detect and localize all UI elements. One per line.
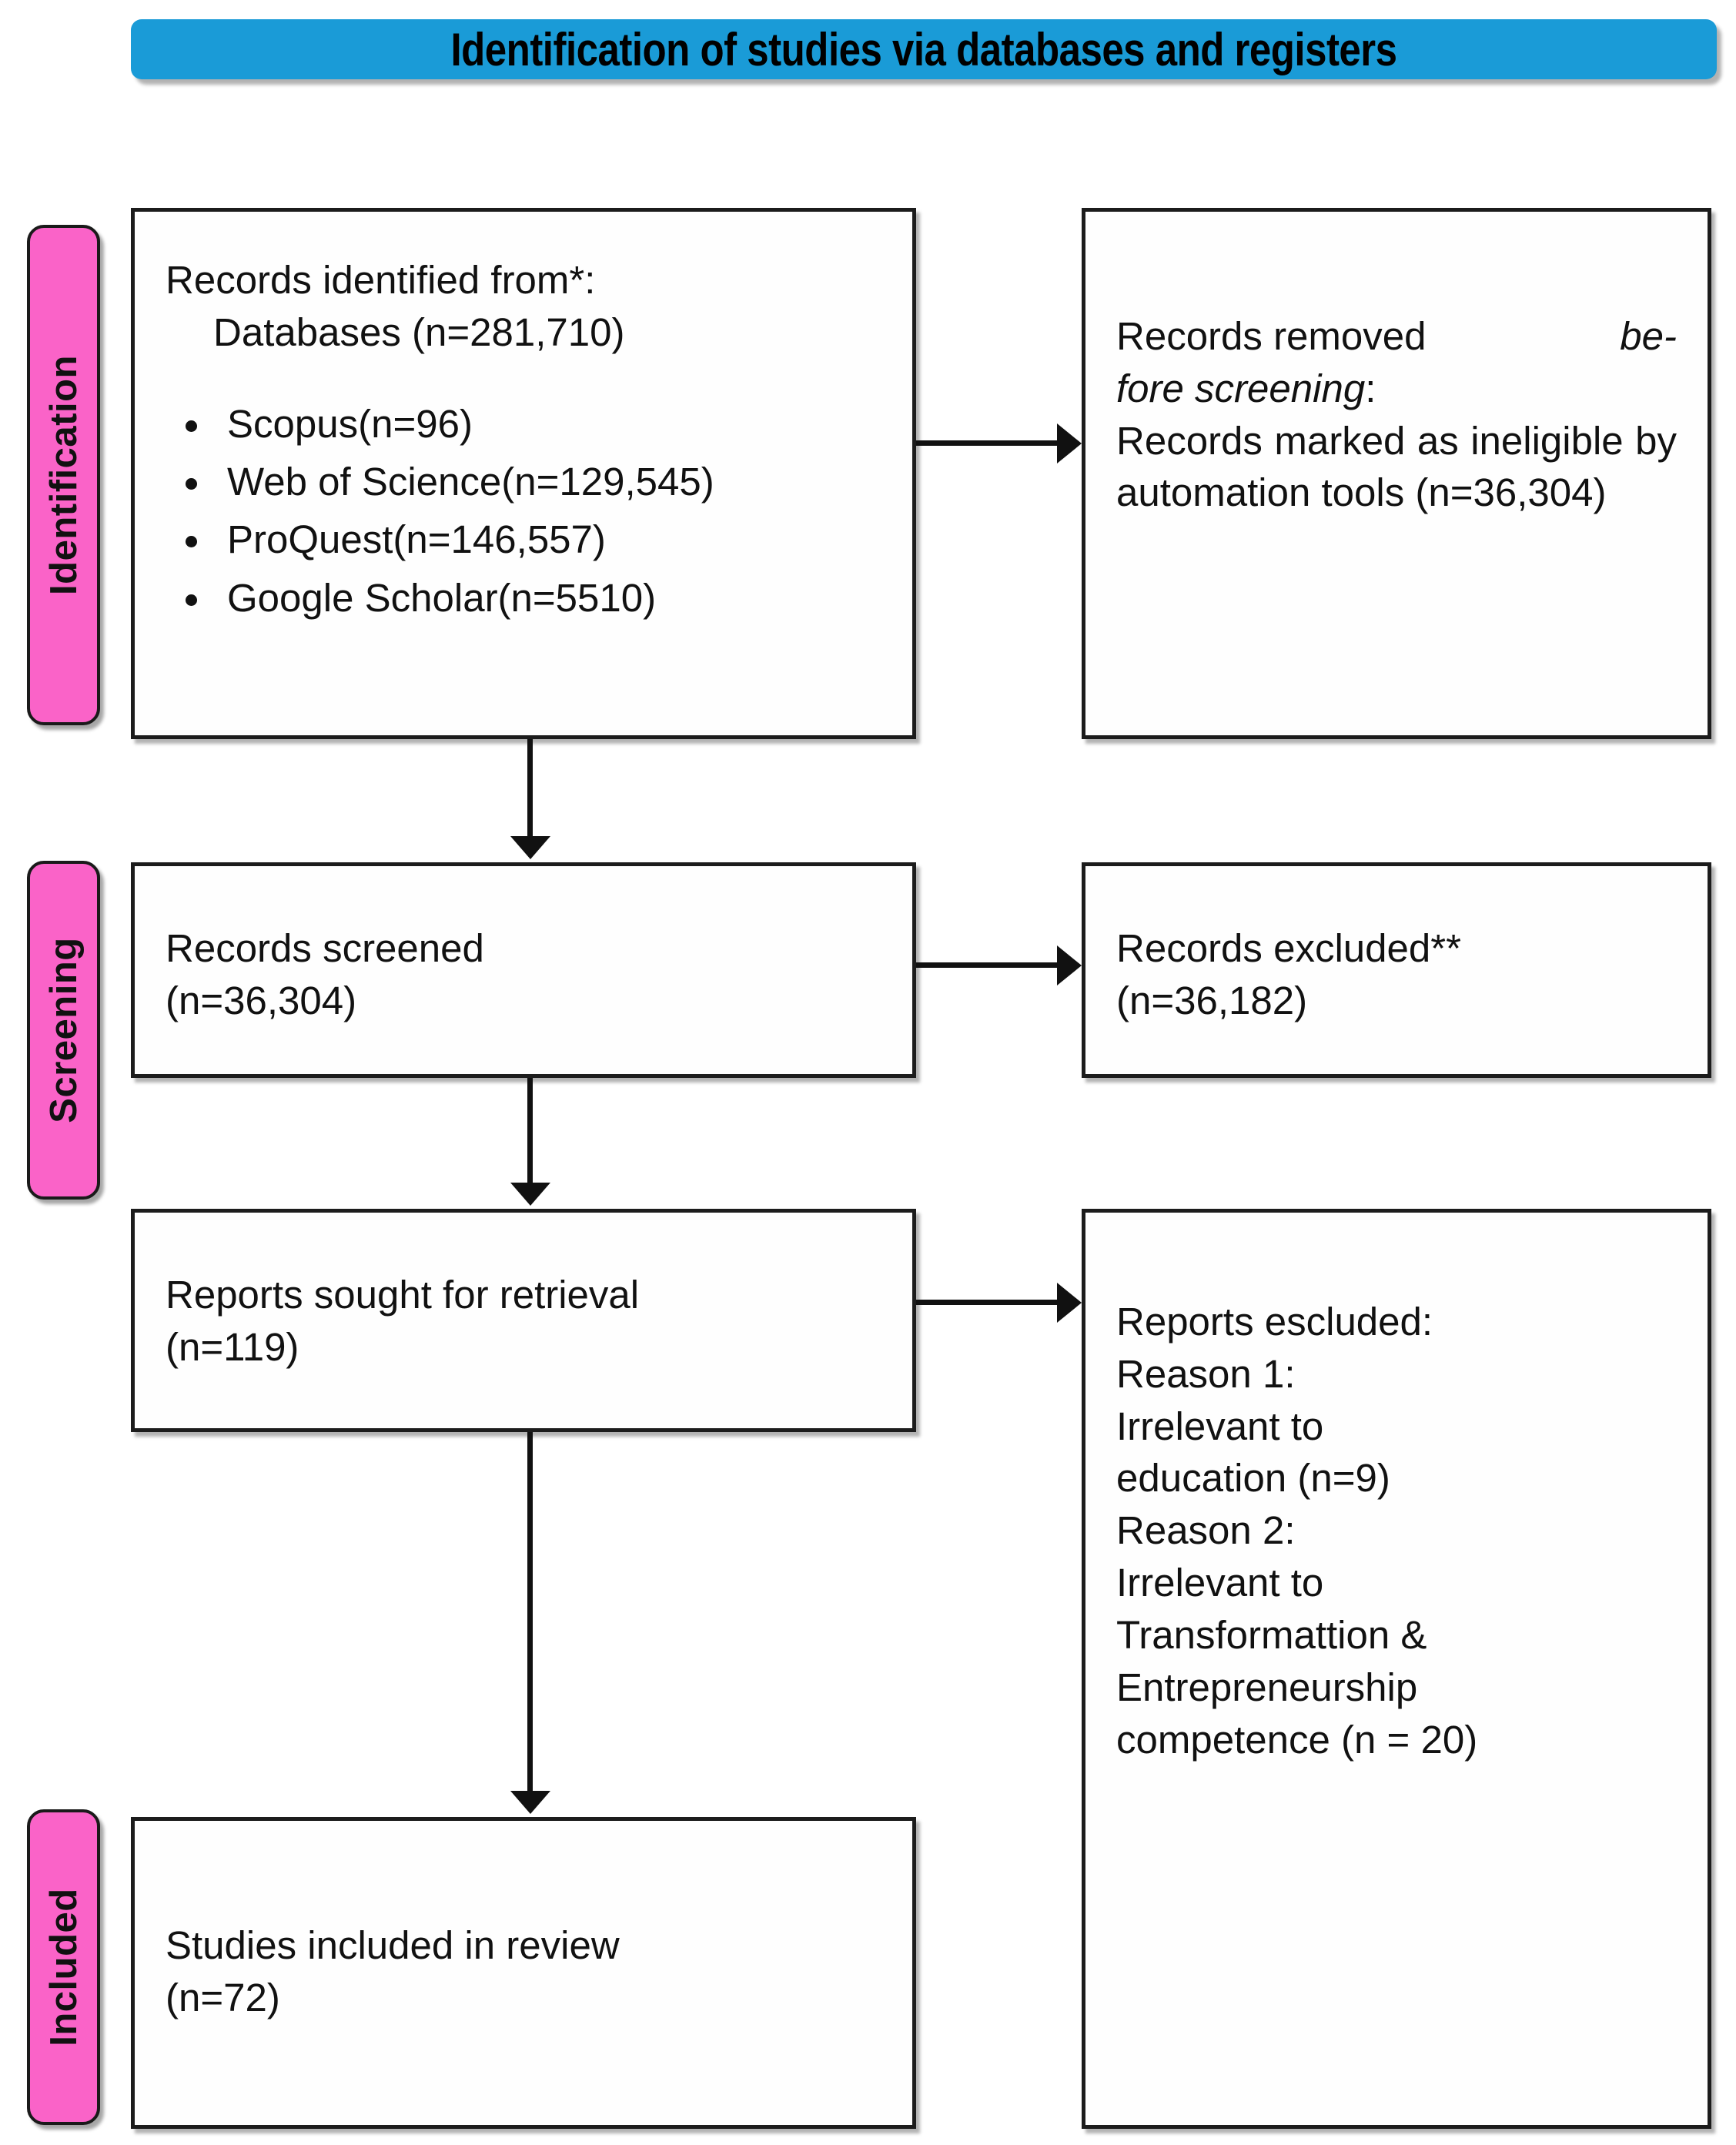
- records-removed-line2-plain: :: [1365, 366, 1376, 410]
- studies-included-line2: (n=72): [166, 1975, 280, 2020]
- list-item: Web of Science(n=129,545): [166, 457, 881, 507]
- records-identified-source-list: Scopus(n=96) Web of Science(n=129,545) P…: [166, 399, 881, 624]
- arrow-sought-to-reports-excluded: [916, 1300, 1059, 1305]
- records-removed-line1: Records removed be-: [1116, 310, 1677, 363]
- box-records-removed: Records removed be- fore screening: Reco…: [1082, 208, 1711, 739]
- reports-excluded-line3: Irrelevant to: [1116, 1404, 1324, 1448]
- stage-label-identification-text: Identification: [42, 355, 85, 595]
- arrow-screened-to-sought: [527, 1078, 533, 1186]
- reports-sought-line2: (n=119): [166, 1324, 299, 1369]
- records-removed-line1-italic: be-: [1620, 314, 1677, 358]
- reports-sought-line1: Reports sought for retrieval: [166, 1273, 640, 1317]
- list-item: Google Scholar(n=5510): [166, 573, 881, 624]
- records-removed-line2: fore screening:: [1116, 363, 1677, 415]
- box-studies-included: Studies included in review (n=72): [131, 1817, 916, 2129]
- box-reports-excluded: Reports escluded: Reason 1: Irrelevant t…: [1082, 1209, 1711, 2129]
- banner-title: Identification of studies via databases …: [450, 23, 1397, 75]
- studies-included-line1: Studies included in review: [166, 1923, 620, 1967]
- records-screened-line1: Records screened: [166, 926, 484, 970]
- stage-label-screening-text: Screening: [42, 937, 85, 1123]
- diagram-header-banner: Identification of studies via databases …: [131, 19, 1717, 79]
- stage-label-identification: Identification: [27, 225, 100, 725]
- reports-excluded-line2: Reason 1:: [1116, 1351, 1296, 1396]
- stage-label-screening: Screening: [27, 861, 100, 1200]
- records-excluded-line2: (n=36,182): [1116, 978, 1308, 1022]
- arrow-sought-to-included: [527, 1432, 533, 1794]
- reports-excluded-line6: Irrelevant to: [1116, 1561, 1324, 1605]
- list-item: ProQuest(n=146,557): [166, 514, 881, 565]
- reports-excluded-line5: Reason 2:: [1116, 1508, 1296, 1553]
- records-excluded-line1: Records excluded**: [1116, 926, 1461, 970]
- records-identified-subheading: Databases (n=281,710): [213, 310, 625, 354]
- reports-excluded-line4: education (n=9): [1116, 1456, 1390, 1501]
- records-removed-line1-plain: Records removed: [1116, 314, 1427, 358]
- box-records-excluded: Records excluded** (n=36,182): [1082, 862, 1711, 1078]
- arrow-identified-to-removed: [916, 440, 1059, 446]
- records-screened-line2: (n=36,304): [166, 978, 357, 1022]
- reports-excluded-line1: Reports escluded:: [1116, 1300, 1433, 1344]
- reports-excluded-line8: Entrepreneurship: [1116, 1665, 1418, 1709]
- box-records-identified: Records identified from*: Databases (n=2…: [131, 208, 916, 739]
- reports-excluded-line9: competence (n = 20): [1116, 1717, 1478, 1762]
- reports-excluded-line7: Transformattion &: [1116, 1612, 1427, 1657]
- records-removed-line3: Records marked as ineligible by automati…: [1116, 418, 1677, 515]
- records-removed-line2-italic: fore screening: [1116, 366, 1366, 410]
- records-identified-heading: Records identified from*:: [166, 258, 596, 302]
- box-reports-sought: Reports sought for retrieval (n=119): [131, 1209, 916, 1432]
- stage-label-included-text: Included: [42, 1888, 85, 2046]
- arrow-identified-to-screened: [527, 739, 533, 839]
- arrow-screened-to-excluded: [916, 962, 1059, 968]
- stage-label-included: Included: [27, 1809, 100, 2125]
- box-records-screened: Records screened (n=36,304): [131, 862, 916, 1078]
- list-item: Scopus(n=96): [166, 399, 881, 450]
